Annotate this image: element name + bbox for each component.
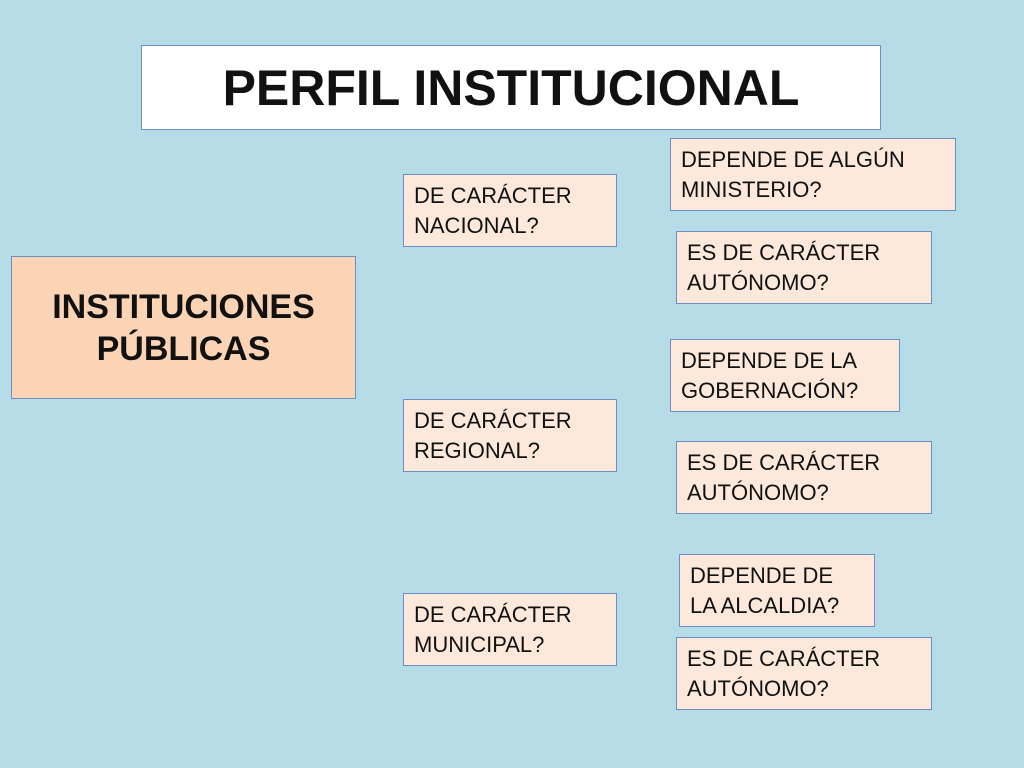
option-node-label-line2: MINISTERIO? <box>681 177 822 202</box>
diagram-title: PERFIL INSTITUCIONAL <box>222 59 800 116</box>
level-node-label-line2: NACIONAL? <box>414 213 539 238</box>
option-node-label-line2: AUTÓNOMO? <box>687 270 829 295</box>
root-node-instituciones-publicas: INSTITUCIONES PÚBLICAS <box>11 256 356 399</box>
level-node-label-line1: DE CARÁCTER <box>414 602 572 627</box>
option-node-label-line2: AUTÓNOMO? <box>687 676 829 701</box>
level-node-label-line1: DE CARÁCTER <box>414 183 572 208</box>
option-node-regional-autonomo: ES DE CARÁCTER AUTÓNOMO? <box>676 441 932 514</box>
level-node-label-line1: DE CARÁCTER <box>414 408 572 433</box>
option-node-municipal-alcaldia: DEPENDE DE LA ALCALDIA? <box>679 554 875 627</box>
option-node-label-line1: DEPENDE DE ALGÚN <box>681 147 905 172</box>
option-node-label-line2: LA ALCALDIA? <box>690 593 840 618</box>
root-node-label-line1: INSTITUCIONES <box>52 287 315 326</box>
option-node-label-line2: GOBERNACIÓN? <box>681 378 859 403</box>
level-node-municipal: DE CARÁCTER MUNICIPAL? <box>403 593 617 666</box>
option-node-regional-gobernacion: DEPENDE DE LA GOBERNACIÓN? <box>670 339 900 412</box>
option-node-label-line2: AUTÓNOMO? <box>687 480 829 505</box>
option-node-label-line1: DEPENDE DE <box>690 563 834 588</box>
diagram-title-box: PERFIL INSTITUCIONAL <box>141 45 881 130</box>
option-node-label-line1: ES DE CARÁCTER <box>687 450 881 475</box>
level-node-nacional: DE CARÁCTER NACIONAL? <box>403 174 617 247</box>
level-node-label-line2: REGIONAL? <box>414 438 540 463</box>
option-node-nacional-autonomo: ES DE CARÁCTER AUTÓNOMO? <box>676 231 932 304</box>
option-node-label-line1: ES DE CARÁCTER <box>687 646 881 671</box>
option-node-label-line1: ES DE CARÁCTER <box>687 240 881 265</box>
option-node-nacional-ministerio: DEPENDE DE ALGÚN MINISTERIO? <box>670 138 956 211</box>
option-node-municipal-autonomo: ES DE CARÁCTER AUTÓNOMO? <box>676 637 932 710</box>
option-node-label-line1: DEPENDE DE LA <box>681 348 858 373</box>
root-node-label-line2: PÚBLICAS <box>96 329 271 368</box>
level-node-label-line2: MUNICIPAL? <box>414 632 545 657</box>
level-node-regional: DE CARÁCTER REGIONAL? <box>403 399 617 472</box>
